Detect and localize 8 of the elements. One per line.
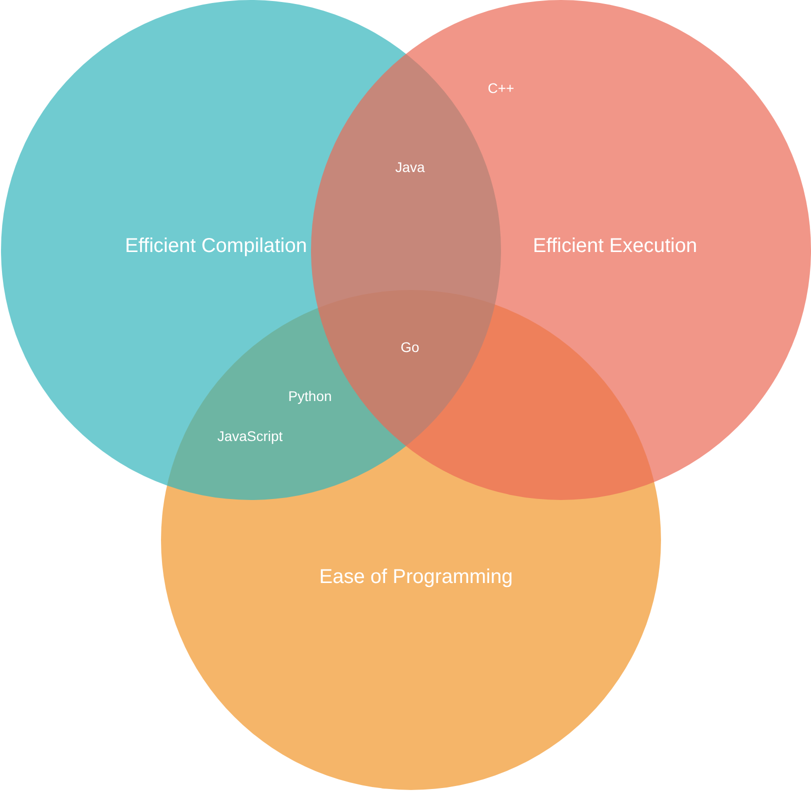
language-label: C++ <box>488 80 514 96</box>
language-label: Python <box>288 388 332 404</box>
set-label: Efficient Execution <box>532 235 698 257</box>
language-label: Go <box>400 339 420 355</box>
set-label: Efficient Compilation <box>125 235 307 257</box>
language-label: JavaScript <box>217 428 283 444</box>
set-label: Ease of Programming <box>319 566 513 588</box>
language-label: Java <box>395 159 425 175</box>
